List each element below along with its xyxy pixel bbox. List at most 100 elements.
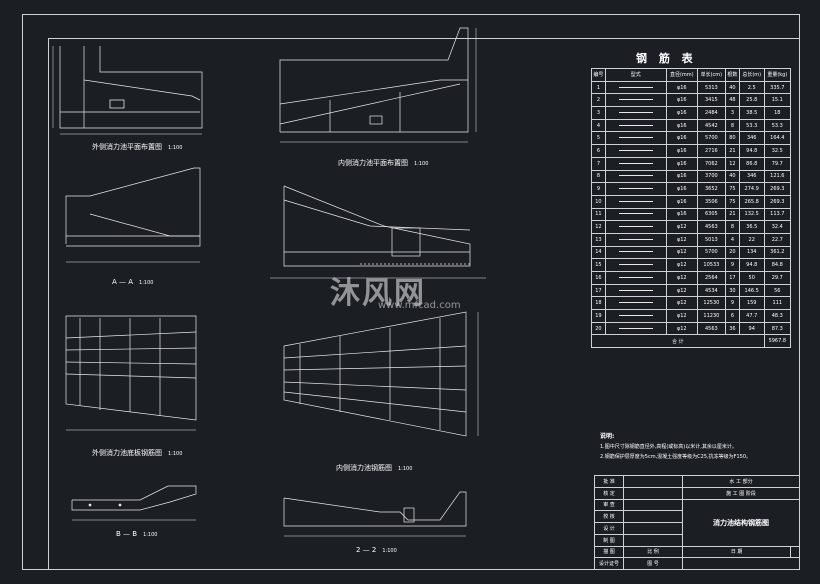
cell-wt: 56 [763, 283, 792, 298]
cell-dia: φ16 [665, 131, 698, 146]
col-header: 单长(cm) [696, 68, 727, 82]
cell-shape [604, 194, 667, 209]
cell-cnt: 40 [725, 80, 740, 95]
cell-dia: φ12 [665, 245, 698, 260]
cell-shape [604, 106, 667, 120]
cell-shape [604, 271, 667, 285]
cell-len: 5313 [696, 80, 727, 95]
section-aa-view [65, 167, 201, 263]
cell-cnt: 12 [725, 156, 740, 171]
total-value: 5967.8 [763, 334, 792, 349]
cell-len: 12530 [696, 296, 727, 311]
rebar-shape-icon [618, 86, 653, 88]
col-header: 总长(m) [738, 68, 765, 82]
cell-cnt: 36 [725, 321, 740, 336]
tb-label: 核 定 [594, 486, 624, 500]
cell-shape [604, 169, 667, 184]
notes-title: 说明: [600, 433, 615, 440]
inner-section-view [270, 185, 486, 279]
watermark-logo: 沐风网 [330, 276, 426, 311]
cell-total: 159 [738, 296, 765, 311]
cell-len: 5700 [696, 131, 727, 146]
cell-dia: φ16 [665, 80, 698, 95]
cell-shape [604, 283, 667, 298]
note-line: 1.图中尺寸除钢筋直径外,高程(或标高)以米计,其余以厘米计。 [600, 444, 737, 450]
cell-no: 20 [591, 321, 606, 336]
watermark-url: www.mfcad.com [378, 300, 461, 311]
cell-dia: φ16 [665, 156, 698, 171]
cell-cnt: 8 [725, 220, 740, 234]
cell-dia: φ12 [665, 283, 698, 298]
cell-wt: 29.7 [763, 271, 792, 285]
cell-no: 17 [591, 283, 606, 298]
cell-wt: 361.2 [763, 245, 792, 260]
cell-dia: φ12 [665, 258, 698, 272]
cell-dia: φ16 [665, 182, 698, 196]
rebar-shape-icon [618, 251, 653, 253]
cell-len: 2716 [696, 144, 727, 158]
tb-date: 日 期 [681, 545, 792, 559]
cell-total: 94.8 [738, 258, 765, 272]
cell-cnt: 48 [725, 93, 740, 108]
cell-no: 1 [591, 80, 606, 95]
cell-dia: φ16 [665, 144, 698, 158]
cell-total: 274.9 [738, 182, 765, 196]
cell-wt: 121.6 [763, 169, 792, 184]
cell-total: 25.8 [738, 93, 765, 108]
rebar-shape-icon [618, 175, 653, 177]
cell-dia: φ12 [665, 232, 698, 247]
rebar-shape-icon [618, 162, 653, 164]
tb-major: 水 工 部分 [682, 475, 800, 488]
rebar-table-title: 钢 筋 表 [636, 52, 697, 65]
note-line: 2.钢筋保护层厚度为5cm,混凝土强度等级为C25,抗冻等级为F150。 [600, 454, 752, 460]
outer-plan-view [52, 46, 203, 135]
col-header: 编号 [591, 68, 606, 82]
cell-len: 6305 [696, 207, 727, 222]
cell-dia: φ12 [665, 296, 698, 311]
cell-dia: φ16 [665, 118, 698, 133]
cell-wt: 113.7 [763, 207, 792, 222]
rebar-shape-icon [618, 149, 653, 151]
cell-total: 2.5 [738, 80, 765, 95]
cell-len: 7062 [696, 156, 727, 171]
cell-shape [604, 80, 667, 95]
tb-scale: 比 例 [623, 545, 683, 559]
col-header: 根数 [725, 68, 740, 82]
cell-len: 10533 [696, 258, 727, 272]
tb-label: 校 核 [594, 510, 624, 523]
cell-no: 13 [591, 232, 606, 247]
cell-total: 50 [738, 271, 765, 285]
cell-len: 4534 [696, 283, 727, 298]
rebar-shape-icon [618, 238, 653, 240]
cell-no: 11 [591, 207, 606, 222]
cell-len: 2484 [696, 106, 727, 120]
cell-len: 3700 [696, 169, 727, 184]
cell-len: 3652 [696, 182, 727, 196]
cell-cnt: 8 [725, 118, 740, 133]
cell-dia: φ16 [665, 93, 698, 108]
cell-shape [604, 232, 667, 247]
cell-wt: 53.3 [763, 118, 792, 133]
cell-wt: 48.3 [763, 309, 792, 323]
cell-total: 53.3 [738, 118, 765, 133]
cell-total: 47.7 [738, 309, 765, 323]
cell-cnt: 9 [725, 296, 740, 311]
cell-len: 5700 [696, 245, 727, 260]
cell-wt: 87.3 [763, 321, 792, 336]
cell-shape [604, 207, 667, 222]
